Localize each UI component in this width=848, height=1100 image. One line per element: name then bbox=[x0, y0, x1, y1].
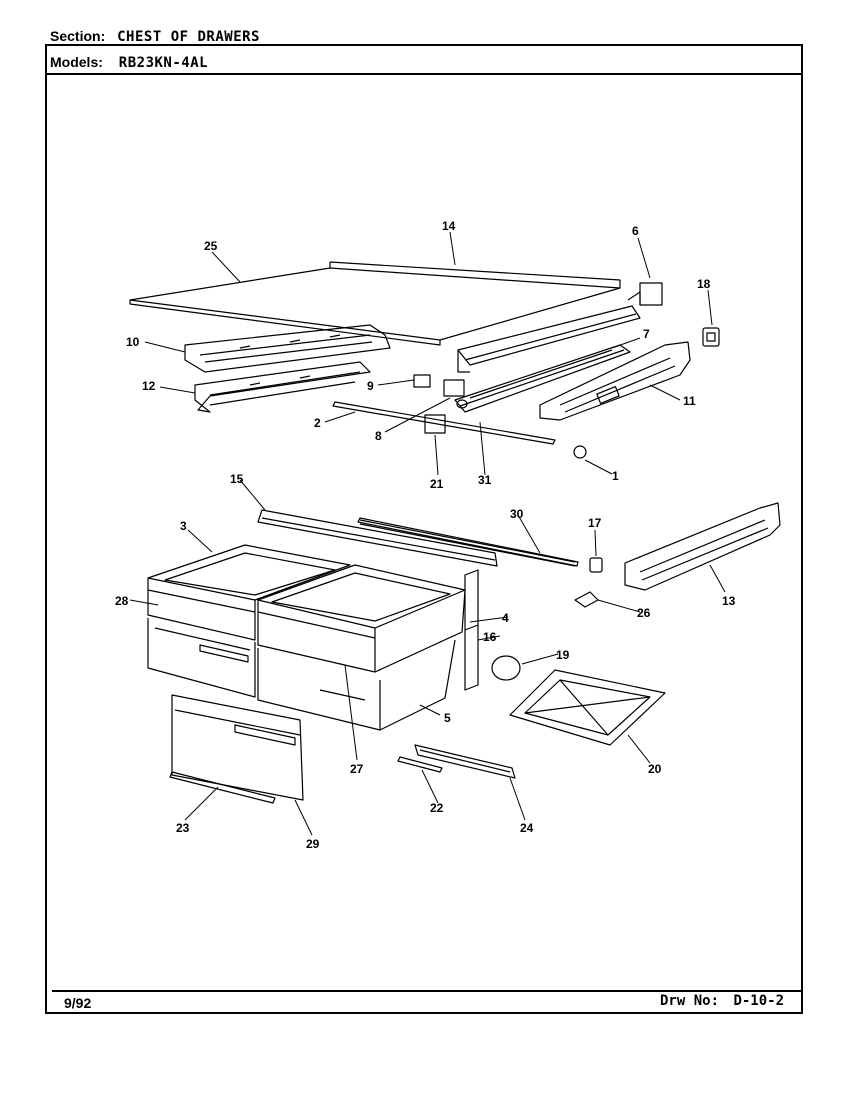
callout-14: 14 bbox=[442, 219, 456, 233]
footer-divider bbox=[52, 990, 803, 992]
front-frame-28 bbox=[147, 618, 256, 698]
clip-17 bbox=[589, 557, 603, 573]
drawing-number: D-10-2 bbox=[733, 993, 785, 1009]
right-rail-7 bbox=[457, 305, 641, 373]
cam-26 bbox=[574, 591, 599, 608]
rod-30 bbox=[357, 517, 579, 567]
crisper-pan-4 bbox=[257, 564, 466, 673]
drawing-number-block: Drw No: D-10-2 bbox=[660, 993, 784, 1009]
drawer-slide-11 bbox=[539, 341, 691, 421]
leader-lines bbox=[129, 231, 726, 836]
side-panel-16 bbox=[464, 569, 479, 691]
crisper-pan-3 bbox=[147, 544, 351, 641]
right-rail-31 bbox=[454, 344, 631, 413]
callout-31: 31 bbox=[478, 473, 492, 487]
callout-21: 21 bbox=[430, 477, 444, 491]
callout-labels: 25 14 6 18 10 7 12 9 11 2 8 1 21 31 15 3… bbox=[115, 219, 736, 851]
callout-23: 23 bbox=[176, 821, 190, 835]
drawer-front-29 bbox=[171, 694, 304, 801]
trim-15 bbox=[257, 509, 576, 567]
section-label: Section: bbox=[50, 28, 106, 44]
callout-29: 29 bbox=[306, 837, 320, 851]
callout-28: 28 bbox=[115, 594, 129, 608]
callout-26: 26 bbox=[637, 606, 651, 620]
rod-22 bbox=[397, 756, 443, 773]
callout-20: 20 bbox=[648, 762, 662, 776]
callout-24: 24 bbox=[520, 821, 534, 835]
drawing-frame bbox=[45, 44, 803, 1014]
clip-9 bbox=[413, 374, 431, 388]
callout-1: 1 bbox=[612, 469, 619, 483]
callout-11: 11 bbox=[683, 394, 696, 408]
callout-10: 10 bbox=[126, 335, 140, 349]
callout-3: 3 bbox=[180, 519, 187, 533]
left-rail-10 bbox=[184, 324, 391, 373]
bracket-8 bbox=[443, 379, 465, 397]
section-header: Section: CHEST OF DRAWERS bbox=[50, 28, 260, 45]
callout-4: 4 bbox=[502, 611, 509, 625]
callout-22: 22 bbox=[430, 801, 444, 815]
callout-5: 5 bbox=[444, 711, 451, 725]
trim-strip-23 bbox=[169, 771, 276, 804]
callout-8: 8 bbox=[375, 429, 382, 443]
callout-7: 7 bbox=[643, 327, 650, 341]
cam-1 bbox=[573, 445, 587, 459]
callout-13: 13 bbox=[722, 594, 736, 608]
slide-24 bbox=[414, 744, 516, 779]
left-rail-12 bbox=[194, 361, 371, 413]
callout-17: 17 bbox=[588, 516, 602, 530]
callout-2: 2 bbox=[314, 416, 321, 430]
callout-15: 15 bbox=[230, 472, 244, 486]
drawer-slide-13 bbox=[624, 502, 781, 591]
crisper-frame-20 bbox=[509, 669, 666, 746]
callout-18: 18 bbox=[697, 277, 711, 291]
callout-6: 6 bbox=[632, 224, 639, 238]
footer-date: 9/92 bbox=[64, 995, 92, 1011]
callout-27: 27 bbox=[350, 762, 364, 776]
callout-12: 12 bbox=[142, 379, 156, 393]
models-value: RB23KN-4AL bbox=[118, 55, 209, 71]
clip-19 bbox=[491, 655, 521, 681]
models-label: Models: bbox=[50, 54, 103, 70]
callout-16: 16 bbox=[483, 630, 497, 644]
clip-18-slot bbox=[706, 332, 716, 342]
lower-drawer-5 bbox=[257, 639, 456, 731]
callout-25: 25 bbox=[204, 239, 218, 253]
clip-18 bbox=[702, 327, 720, 347]
models-header: Models: RB23KN-4AL bbox=[50, 54, 208, 71]
drawing-label: Drw No: bbox=[660, 993, 720, 1009]
cover-panel-25 bbox=[129, 261, 663, 346]
callout-19: 19 bbox=[556, 648, 570, 662]
models-divider bbox=[45, 73, 803, 75]
callout-9: 9 bbox=[367, 379, 374, 393]
support-21 bbox=[424, 414, 446, 434]
section-value: CHEST OF DRAWERS bbox=[117, 29, 260, 45]
rod-2 bbox=[332, 401, 556, 445]
callout-30: 30 bbox=[510, 507, 524, 521]
